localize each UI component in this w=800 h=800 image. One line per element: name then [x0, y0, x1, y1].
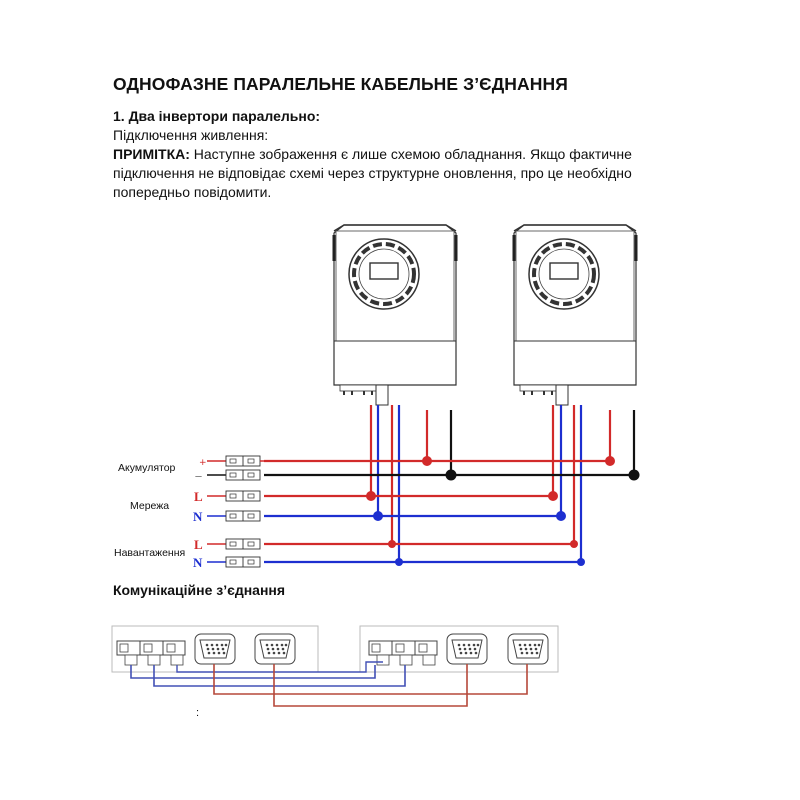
breaker-grid-l	[225, 490, 261, 502]
load-label: Навантаження	[114, 547, 185, 559]
battery-minus-symbol: —	[195, 472, 202, 480]
inverter-unit-1	[332, 223, 458, 397]
comm-terminal-block-1	[116, 640, 186, 666]
junction-dots	[366, 456, 640, 566]
footnote-mark: :	[196, 707, 199, 719]
grid-l-letter: L	[194, 489, 203, 504]
grid-label: Мережа	[130, 500, 169, 512]
grid-n-letter: N	[193, 509, 203, 524]
comm-port-1b	[254, 633, 296, 665]
breaker-battery-plus	[225, 455, 261, 467]
section-title: 1. Два інвертори паралельно:	[113, 108, 321, 124]
page-title: ОДНОФАЗНЕ ПАРАЛЕЛЬНЕ КАБЕЛЬНЕ З’ЄДНАННЯ	[113, 74, 568, 94]
load-n-letter: N	[193, 555, 203, 570]
note-label: ПРИМІТКА:	[113, 146, 190, 162]
breaker-battery-minus	[225, 469, 261, 481]
battery-label: Акумулятор	[118, 462, 176, 474]
breaker-grid-n	[225, 510, 261, 522]
comm-port-2a	[446, 633, 488, 665]
breaker-load-l	[225, 538, 261, 550]
load-l-letter: L	[194, 537, 203, 552]
comm-port-1a	[194, 633, 236, 665]
comm-section-title: Комунікаційне з’єднання	[113, 582, 286, 598]
note-text: Наступне зображення є лише схемою обладн…	[113, 146, 632, 200]
breaker-load-n	[225, 556, 261, 568]
note-paragraph: ПРИМІТКА: Наступне зображення є лише схе…	[113, 145, 673, 202]
power-connection-label: Підключення живлення:	[113, 127, 269, 143]
battery-plus-symbol: +	[199, 458, 207, 468]
comm-diagram	[111, 625, 559, 707]
comm-port-2b	[507, 633, 549, 665]
comm-terminal-block-2	[368, 640, 438, 666]
inverter-unit-2	[512, 223, 638, 397]
